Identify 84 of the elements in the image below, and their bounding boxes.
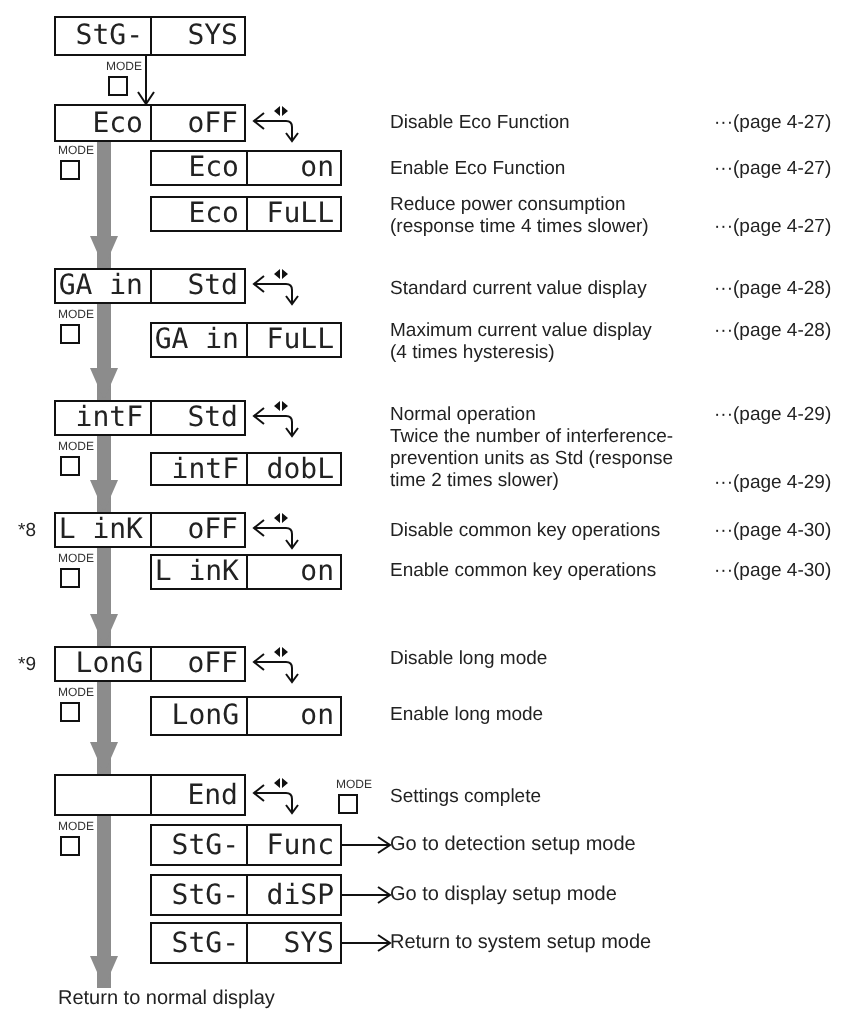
page-reference: ···(page 4-27): [714, 112, 832, 134]
display-readout: intF: [171, 455, 239, 483]
display-readout: diSP: [266, 881, 334, 909]
display-readout: FuLL: [266, 200, 334, 228]
page-reference: ···(page 4-29): [714, 472, 832, 494]
page-reference: ···(page 4-27): [714, 158, 832, 180]
display-panel: [54, 268, 246, 304]
display-readout: Std: [187, 272, 238, 300]
description-text: Enable common key operations: [390, 560, 659, 582]
description-text: Enable long mode: [390, 704, 546, 726]
display-panel: [54, 104, 246, 142]
display-readout: StG-: [171, 881, 239, 909]
display-panel: [150, 196, 342, 232]
page-reference: ···(page 4-29): [714, 404, 832, 426]
page-reference: ···(page 4-28): [714, 278, 832, 300]
display-readout: intF: [75, 404, 143, 432]
display-readout: GA in: [58, 272, 143, 300]
description-text: Standard current value display: [390, 278, 649, 300]
flow-arrow: [90, 816, 118, 988]
step-text: Go to detection setup mode: [390, 834, 636, 856]
arrow: [341, 934, 391, 952]
display-readout: StG-: [171, 831, 239, 859]
display-readout: oFF: [187, 650, 238, 678]
description-text: Maximum current value display (4 times hysteresis): [390, 320, 654, 364]
display-readout: End: [187, 781, 238, 809]
step-text: Return to normal display: [58, 988, 275, 1010]
display-readout: SYS: [187, 22, 238, 50]
display-readout: Eco: [92, 109, 143, 137]
page-reference: ···(page 4-30): [714, 560, 832, 582]
description-text: Reduce power consumption (response time 4 times slower): [390, 194, 651, 238]
display-readout: oFF: [187, 516, 238, 544]
display-readout: FuLL: [266, 326, 334, 354]
description-text: Disable Eco Function: [390, 112, 572, 134]
footnote-mark: *8: [18, 520, 36, 542]
display-readout: on: [300, 558, 334, 586]
display-readout: on: [300, 702, 334, 730]
display-readout: dobL: [266, 455, 334, 483]
arrow: [341, 836, 391, 854]
display-readout: Std: [187, 404, 238, 432]
display-panel: [150, 452, 342, 486]
step-text: Go to display setup mode: [390, 884, 617, 906]
display-panel: [54, 400, 246, 436]
display-readout: SYS: [283, 929, 334, 957]
description-text: Settings complete: [390, 786, 544, 808]
display-panel: [150, 322, 342, 358]
display-panel: [150, 874, 342, 916]
display-panel: [54, 774, 246, 816]
display-panel: [150, 150, 342, 186]
page-reference: ···(page 4-27): [714, 216, 832, 238]
footnote-mark: *9: [18, 654, 36, 676]
display-panel: [54, 646, 246, 682]
display-readout: Eco: [188, 154, 239, 182]
display-readout: GA in: [154, 326, 239, 354]
description-text: Enable Eco Function: [390, 158, 568, 180]
display-panel: [54, 512, 246, 548]
display-readout: on: [300, 154, 334, 182]
display-readout: Func: [266, 831, 334, 859]
arrow: [341, 886, 391, 904]
display-panel: [150, 922, 342, 964]
description-text: Normal operation: [390, 404, 538, 426]
display-readout: oFF: [187, 109, 238, 137]
flow-arrow: [90, 304, 118, 400]
display-readout: Eco: [188, 200, 239, 228]
flow-arrow: [90, 548, 118, 646]
flow-arrow: [90, 436, 118, 512]
description-text: Twice the number of interference-prevention units as Std (response time 2 times slower): [390, 426, 676, 492]
display-readout: LonG: [75, 650, 143, 678]
page-reference: ···(page 4-30): [714, 520, 832, 542]
step-text: Return to system setup mode: [390, 932, 652, 954]
display-readout: StG-: [171, 929, 239, 957]
display-readout: LonG: [171, 702, 239, 730]
display-panel: [54, 16, 246, 56]
description-text: Disable common key operations: [390, 520, 663, 542]
display-panel: [150, 696, 342, 736]
display-readout: StG-: [75, 22, 143, 50]
flow-arrow: [90, 142, 118, 268]
arrow: [137, 55, 155, 105]
display-readout: L inK: [154, 558, 239, 586]
display-panel: [150, 554, 342, 590]
display-readout: L inK: [58, 516, 143, 544]
display-panel: [150, 824, 342, 866]
page-reference: ···(page 4-28): [714, 320, 832, 342]
flow-arrow: [90, 682, 118, 774]
description-text: Disable long mode: [390, 648, 550, 670]
